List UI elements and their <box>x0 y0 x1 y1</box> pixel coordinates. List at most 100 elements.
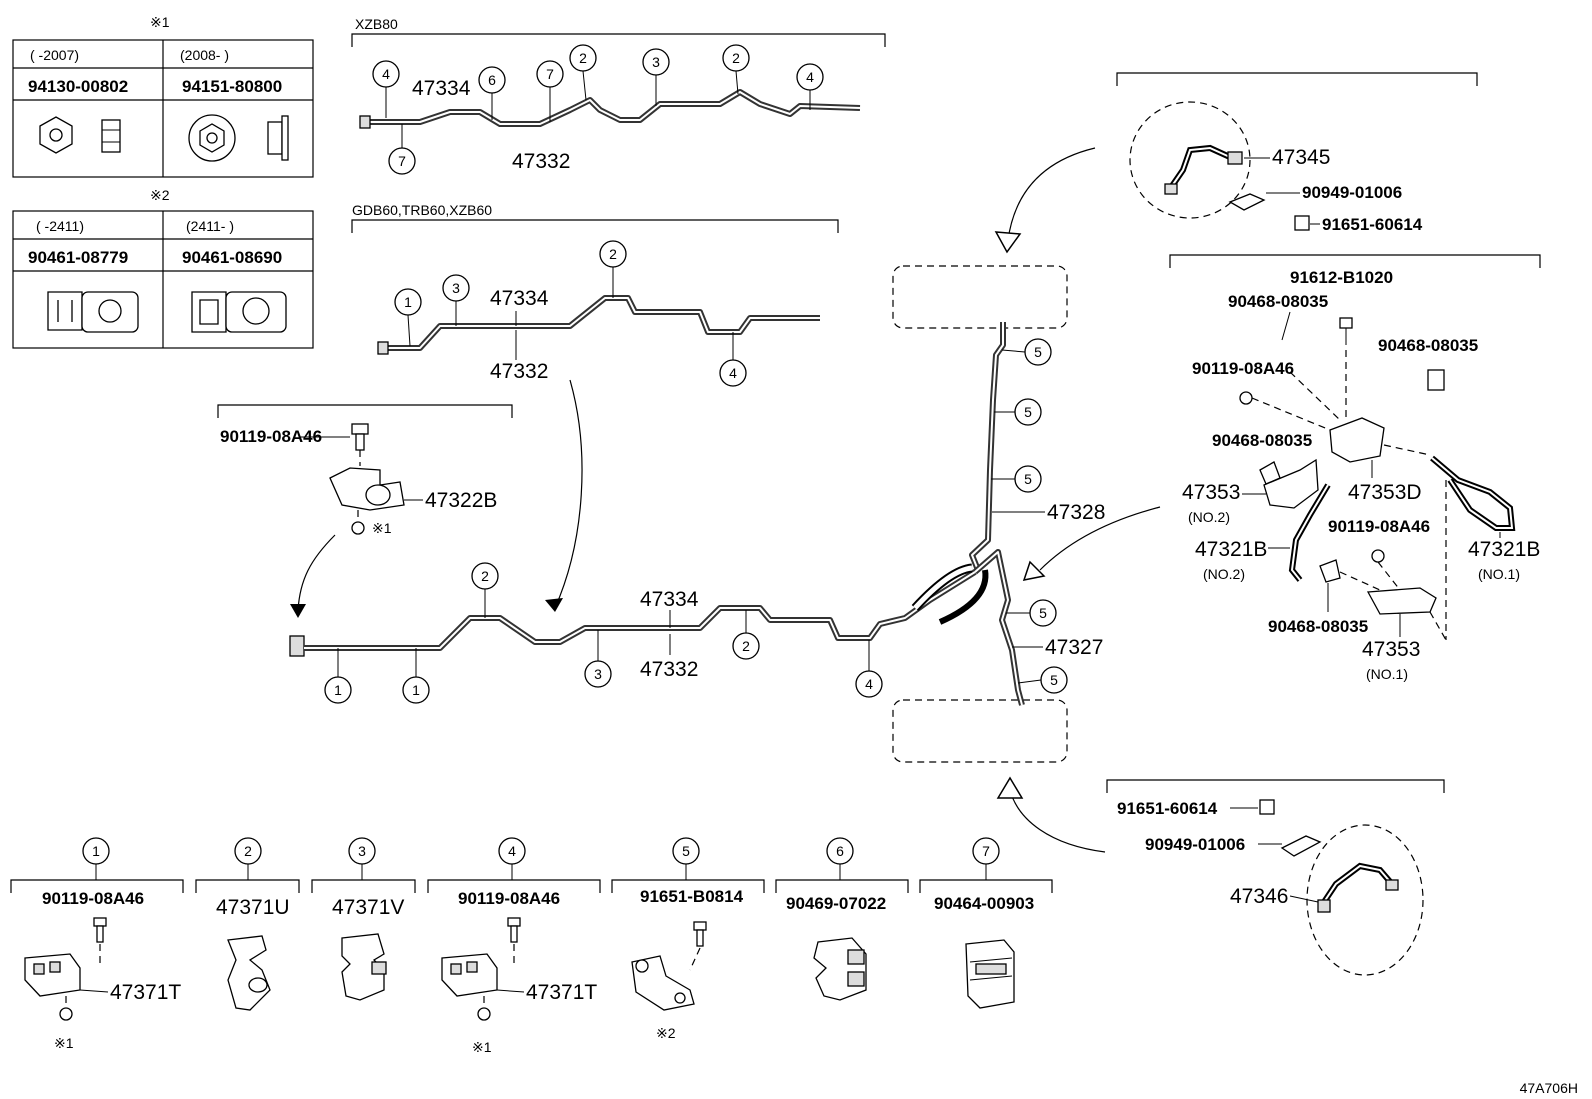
right-bracket-d-label: 47353D <box>1348 481 1422 504</box>
hose-bottom-bracket-label: 90949-01006 <box>1145 835 1245 854</box>
svg-text:2: 2 <box>579 50 587 66</box>
main-lower-part: 47332 <box>640 658 698 681</box>
note-table-1-part-2: 94151-80800 <box>182 77 282 96</box>
gdb60-label: GDB60,TRB60,XZB60 <box>352 202 492 218</box>
svg-text:4: 4 <box>382 66 390 82</box>
arrow-bottom-hose <box>1009 789 1106 853</box>
gdb60-lower-part: 47332 <box>490 360 548 383</box>
right-hose-no1-sub: (NO.1) <box>1478 566 1520 582</box>
bracket-47353d-icon <box>1329 417 1385 463</box>
hose-top-bracket-label: 90949-01006 <box>1302 183 1402 202</box>
flange-nut-side-icon <box>267 121 283 155</box>
bracket-no1-icon <box>1366 587 1437 615</box>
bracket-no2-icon <box>1263 458 1319 509</box>
svg-text:5: 5 <box>1024 471 1032 487</box>
note-table-2-part-1: 90461-08779 <box>28 248 128 267</box>
svg-text:1: 1 <box>404 294 412 310</box>
right-bracket-no2-sub: (NO.2) <box>1188 509 1230 525</box>
note-table-1-range-1: ( -2007) <box>30 47 79 63</box>
part-47328-label: 47328 <box>1047 501 1105 524</box>
hose-top-group: 47345 90949-01006 91651-60614 <box>1116 72 1478 234</box>
svg-text:3: 3 <box>452 280 460 296</box>
legend-item-6: 6 90469-07022 <box>775 837 909 1001</box>
svg-text:5: 5 <box>1050 672 1058 688</box>
svg-text:2: 2 <box>609 246 617 262</box>
hose-top-label: 47345 <box>1272 146 1330 169</box>
right-bolt-top-label: 91612-B1020 <box>1290 268 1393 287</box>
svg-text:3: 3 <box>652 54 660 70</box>
svg-text:6: 6 <box>488 72 496 88</box>
main-upper-part: 47334 <box>640 588 699 611</box>
svg-text:2: 2 <box>732 50 740 66</box>
svg-text:7: 7 <box>546 66 554 82</box>
svg-text:4: 4 <box>806 69 814 85</box>
legend-5-part: 91651-B0814 <box>640 887 744 906</box>
svg-text:7: 7 <box>982 843 990 859</box>
svg-text:7: 7 <box>398 153 406 169</box>
legend-1-sub: 47371T <box>110 981 181 1004</box>
legend-4-part: 90119-08A46 <box>458 889 560 908</box>
svg-text:1: 1 <box>412 682 420 698</box>
clamp-47322b-icon <box>329 467 405 511</box>
arrow-gdb60 <box>554 379 583 609</box>
clamp-bolt-label: 90119-08A46 <box>220 427 322 446</box>
rear-section: 47328 47327 <box>892 265 1105 763</box>
legend-7-part: 90464-00903 <box>934 894 1034 913</box>
legend-item-5: 5 91651-B0814 ※2 <box>611 837 765 1041</box>
legend-1-note: ※1 <box>54 1035 74 1051</box>
svg-text:2: 2 <box>244 843 252 859</box>
note-table-2-range-2: (2411- ) <box>186 218 234 234</box>
hose-bottom-label: 47346 <box>1230 885 1288 908</box>
clip-90469-icon <box>813 937 867 1001</box>
clamp-nut-note: ※1 <box>372 520 392 536</box>
legend-6-part: 90469-07022 <box>786 894 886 913</box>
hose-top-bolt-label: 91651-60614 <box>1322 215 1423 234</box>
clamp-47371t-icon <box>24 953 81 997</box>
arrow-right-group <box>1039 506 1161 571</box>
svg-text:5: 5 <box>1034 344 1042 360</box>
legend-5-note: ※2 <box>656 1025 676 1041</box>
nut-side-icon <box>101 119 121 153</box>
hose-bottom-group: 91651-60614 90949-01006 47346 <box>1106 779 1445 976</box>
svg-text:4: 4 <box>508 843 516 859</box>
arrow-clamp <box>297 534 336 611</box>
gdb60-group: GDB60,TRB60,XZB60 47334 47332 <box>351 202 839 383</box>
clip-nut-2-icon <box>191 291 227 333</box>
legend-3-part: 47371V <box>332 896 404 919</box>
svg-text:2: 2 <box>742 638 750 654</box>
legend-2-part: 47371U <box>216 896 290 919</box>
clamp-47371t-icon-2 <box>441 953 498 997</box>
right-clip-c-label: 90468-08035 <box>1212 431 1312 450</box>
svg-text:2: 2 <box>481 568 489 584</box>
right-bolt-mid-label: 90119-08A46 <box>1328 517 1430 536</box>
clip-nut-icon <box>47 291 83 331</box>
arrow-top-hose <box>1007 147 1096 241</box>
svg-text:5: 5 <box>1024 404 1032 420</box>
rear-left-zone <box>892 265 1068 329</box>
svg-text:5: 5 <box>1039 605 1047 621</box>
rear-right-zone <box>892 699 1068 763</box>
note-table-1-title: ※1 <box>150 14 170 30</box>
svg-text:6: 6 <box>836 843 844 859</box>
clip-47371v-icon <box>341 933 385 1001</box>
svg-text:1: 1 <box>334 682 342 698</box>
xzb80-lower-part: 47332 <box>512 150 570 173</box>
legend-4-note: ※1 <box>472 1039 492 1055</box>
hose-bottom-bolt-label: 91651-60614 <box>1117 799 1218 818</box>
note-table-2-part-2: 90461-08690 <box>182 248 282 267</box>
note-table-2-range-1: ( -2411) <box>36 218 84 234</box>
svg-text:4: 4 <box>865 676 873 692</box>
clamp-part-label: 47322B <box>425 489 497 512</box>
right-bracket-no2-label: 47353 <box>1182 481 1240 504</box>
right-clip-a-label: 90468-08035 <box>1228 292 1328 311</box>
xzb80-label: XZB80 <box>355 16 398 32</box>
note-table-2-title: ※2 <box>150 187 170 203</box>
clamp-group: 90119-08A46 47322B ※1 <box>217 404 513 536</box>
right-hose-no2-sub: (NO.2) <box>1203 566 1245 582</box>
svg-text:4: 4 <box>729 365 737 381</box>
legend-1-part: 90119-08A46 <box>42 889 144 908</box>
right-clip-d-label: 90468-08035 <box>1268 617 1368 636</box>
gdb60-upper-part: 47334 <box>490 287 549 310</box>
legend: 1 90119-08A46 47371T ※1 2 47371U 3 <box>10 837 1053 1055</box>
